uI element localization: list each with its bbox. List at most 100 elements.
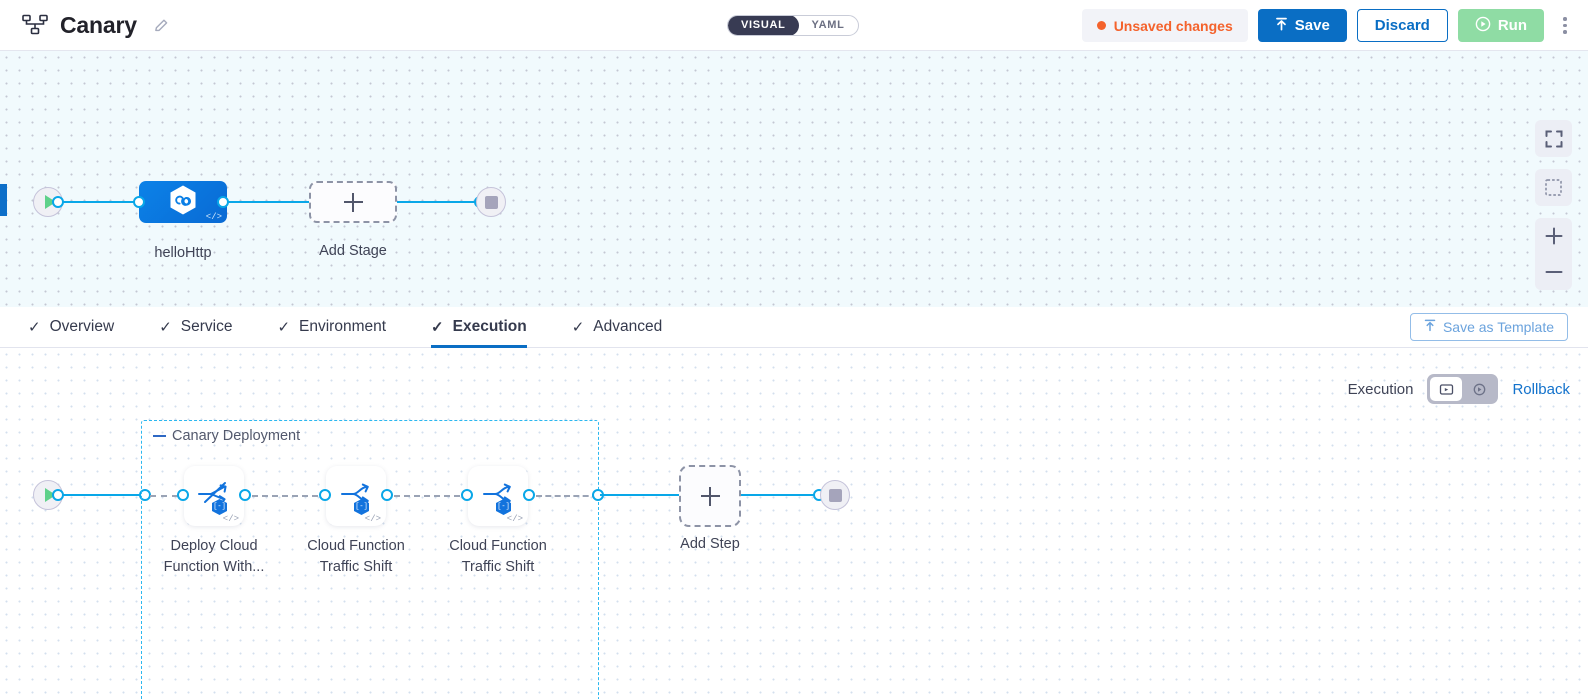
port-step2-in[interactable]	[319, 489, 331, 501]
execution-canvas[interactable]: Execution Rollback	[0, 348, 1588, 699]
step-label-line1: Cloud Function	[449, 538, 547, 554]
step-label-line2: Traffic Shift	[319, 559, 393, 575]
pencil-edit-icon[interactable]	[149, 17, 170, 34]
tab-label: Execution	[452, 318, 527, 335]
play-circle-icon	[1475, 16, 1491, 36]
tab-execution[interactable]: ✓ Execution	[431, 307, 527, 348]
play-start-icon	[44, 488, 56, 502]
code-badge-icon: </>	[205, 212, 222, 222]
group-label: Canary Deployment	[153, 428, 300, 444]
execution-mode-bar: Execution Rollback	[1348, 374, 1570, 404]
section-tabs: ✓ Overview ✓ Service ✓ Environment ✓ Exe…	[0, 307, 1588, 348]
stage-node-hellohttp[interactable]: </>	[139, 181, 227, 223]
discard-button[interactable]: Discard	[1356, 9, 1448, 42]
step-node-traffic-shift-1[interactable]: [-] </>	[326, 466, 386, 526]
fullscreen-icon[interactable]	[1535, 120, 1572, 157]
pipeline-end-node[interactable]	[476, 187, 506, 217]
tab-service[interactable]: ✓ Service	[159, 307, 232, 348]
check-icon: ✓	[28, 319, 41, 336]
run-button[interactable]: Run	[1457, 9, 1544, 42]
add-stage-label: Add Stage	[319, 243, 387, 259]
port-step2-out[interactable]	[381, 489, 393, 501]
step-label-line2: Function With...	[163, 559, 265, 575]
group-collapse-icon[interactable]	[153, 434, 166, 438]
add-stage-button[interactable]	[309, 181, 397, 223]
zoom-in-icon[interactable]	[1535, 218, 1572, 254]
plus-icon	[343, 192, 363, 212]
execution-label: Execution	[1347, 380, 1414, 398]
fit-to-screen-icon[interactable]	[1535, 169, 1572, 206]
edge-step1-to-step2	[252, 495, 318, 497]
execution-view-icon[interactable]	[1430, 377, 1463, 401]
port-step3-in[interactable]	[461, 489, 473, 501]
unsaved-label: Unsaved changes	[1113, 17, 1233, 34]
check-icon: ✓	[571, 319, 585, 336]
tab-label: Service	[180, 318, 233, 335]
port-hello-out[interactable]	[217, 196, 229, 208]
tab-overview[interactable]: ✓ Overview	[28, 307, 114, 348]
port-step1-in[interactable]	[177, 489, 189, 501]
save-button[interactable]: Save	[1257, 9, 1347, 42]
step-group-canary-deployment[interactable]	[141, 420, 599, 699]
add-step-button[interactable]	[679, 465, 741, 527]
edge-exec-start	[55, 494, 147, 497]
tab-label: Advanced	[593, 318, 663, 335]
tab-environment[interactable]: ✓ Environment	[277, 307, 386, 348]
plus-icon	[700, 486, 720, 506]
save-template-label: Save as Template	[1442, 319, 1554, 335]
stage-canvas[interactable]: </> helloHttp Add Stage	[0, 51, 1588, 307]
traffic-shift-icon	[480, 479, 516, 514]
edge-start-to-hello	[55, 201, 145, 204]
zoom-out-icon[interactable]	[1535, 254, 1572, 290]
save-template-icon	[1424, 319, 1436, 335]
save-as-template-button[interactable]: Save as Template	[1409, 313, 1568, 341]
collapsed-panel-edge[interactable]	[0, 184, 7, 216]
code-badge-icon: </>	[506, 514, 523, 524]
hexagon-link-icon	[168, 184, 198, 221]
page-title: Canary	[60, 11, 137, 38]
pipeline-nodes-icon	[22, 14, 48, 36]
step-status-badge: [-]	[354, 499, 369, 515]
zoom-controls	[1535, 218, 1572, 290]
step-label-line1: Cloud Function	[307, 538, 405, 554]
port-start-out[interactable]	[52, 196, 64, 208]
edge-add-to-end	[392, 201, 484, 204]
edge-addstep-to-end	[741, 494, 821, 497]
check-icon: ✓	[277, 319, 291, 336]
stage-node-label: helloHttp	[154, 245, 212, 261]
port-step3-out[interactable]	[523, 489, 535, 501]
view-mode-toggle[interactable]: VISUAL YAML	[727, 15, 859, 36]
execution-end-node[interactable]	[820, 480, 850, 510]
step-status-badge: [-]	[212, 499, 227, 515]
step-label-line1: Deploy Cloud	[170, 538, 258, 554]
play-start-icon	[44, 195, 56, 209]
group-label-text: Canary Deployment	[172, 428, 301, 444]
edge-step2-to-step3	[394, 495, 460, 497]
rollback-view-icon[interactable]	[1463, 377, 1495, 401]
mode-yaml[interactable]: YAML	[811, 19, 845, 31]
code-badge-icon: </>	[364, 514, 381, 524]
kebab-menu-icon[interactable]	[1556, 13, 1574, 39]
tab-label: Environment	[299, 318, 387, 335]
step-node-deploy-cloud-function[interactable]: [-] </>	[184, 466, 244, 526]
upload-arrow-icon	[1275, 17, 1288, 35]
execution-rollback-toggle[interactable]	[1427, 374, 1499, 404]
port-hello-in[interactable]	[133, 196, 145, 208]
edge-hello-to-add	[222, 201, 314, 204]
stop-end-icon	[828, 488, 842, 502]
step-label: Cloud Function Traffic Shift	[276, 536, 436, 578]
app-header: Canary VISUAL YAML Unsaved changes	[0, 0, 1588, 51]
save-label: Save	[1294, 17, 1330, 34]
run-label: Run	[1497, 17, 1527, 34]
mode-visual[interactable]: VISUAL	[728, 16, 799, 35]
tab-label: Overview	[49, 318, 115, 335]
edge-group-to-addstep	[600, 494, 680, 497]
port-exec-start-out[interactable]	[52, 489, 64, 501]
step-node-traffic-shift-2[interactable]: [-] </>	[468, 466, 528, 526]
port-step1-out[interactable]	[239, 489, 251, 501]
tab-advanced[interactable]: ✓ Advanced	[572, 307, 663, 348]
rollback-link[interactable]: Rollback	[1512, 380, 1570, 398]
code-badge-icon: </>	[222, 514, 239, 524]
header-actions: Unsaved changes Save Discard	[1081, 9, 1574, 42]
